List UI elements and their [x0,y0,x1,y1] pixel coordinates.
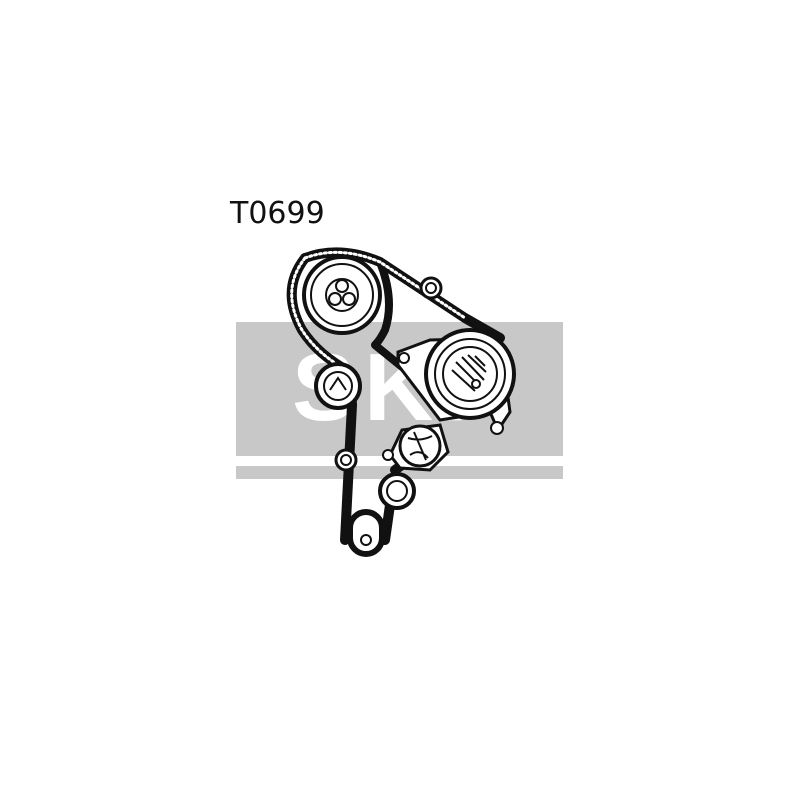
injection-pump-pulley [396,328,516,435]
timing-belt [286,247,505,545]
part-code-label: T0699 [230,196,325,231]
idler-pulley-top [419,276,443,300]
idler-pulley-middle [334,448,358,472]
crankshaft-pulley [347,509,385,557]
idler-pulley-lower [378,472,416,510]
camshaft-pulley [302,255,382,335]
water-pump [382,423,450,472]
tensioner-pulley [314,362,362,410]
